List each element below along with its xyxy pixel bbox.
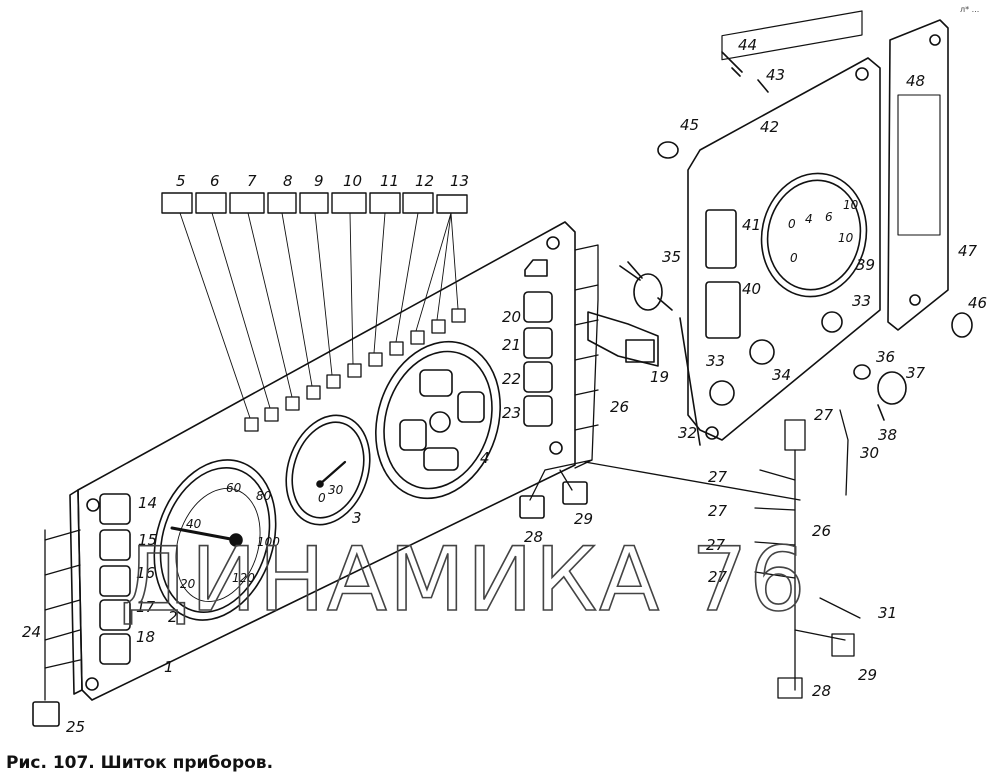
speedometer-scale-label: 60 xyxy=(226,481,242,495)
callout-number: 42 xyxy=(760,118,779,136)
callout-number: 15 xyxy=(138,531,157,549)
figure-caption: Рис. 107. Шиток приборов. xyxy=(6,753,273,773)
callout-number: 27 xyxy=(706,536,726,554)
callout-number: 6 xyxy=(210,172,220,190)
callout-number: 19 xyxy=(650,368,669,386)
callout-number: 46 xyxy=(968,294,987,312)
callout-number: 39 xyxy=(856,256,875,274)
callout-number: 17 xyxy=(136,598,156,616)
corner-mark: л* ... xyxy=(960,5,979,14)
right-switch-column xyxy=(523,259,553,427)
callout-number: 29 xyxy=(574,510,593,528)
watermark-text: ДИНАМИКА 76 xyxy=(120,528,807,631)
callout-number: 25 xyxy=(66,718,85,736)
callout-number: 9 xyxy=(314,172,324,190)
callout-number: 35 xyxy=(662,248,681,266)
callout-number: 45 xyxy=(680,116,699,134)
lamp-socket-35 xyxy=(619,261,673,311)
callout-number: 30 xyxy=(860,444,879,462)
panel-wiring xyxy=(44,244,801,701)
callout-number: 11 xyxy=(380,172,399,190)
callout-number: 27 xyxy=(708,568,728,586)
callout-number: 21 xyxy=(502,336,521,354)
indicator-leader-lines xyxy=(179,212,459,419)
speedometer-scale-label: 20 xyxy=(180,577,196,591)
callout-number: 27 xyxy=(708,502,728,520)
gauge3-scale-label: 30 xyxy=(328,483,344,497)
gauge3-scale-label: 0 xyxy=(318,491,326,505)
callout-number: 28 xyxy=(524,528,543,546)
callout-number: 23 xyxy=(502,404,521,422)
callout-number: 1 xyxy=(164,658,174,676)
label-plate-47 xyxy=(887,19,949,331)
callout-number: 20 xyxy=(502,308,521,326)
main-panel-body xyxy=(69,221,576,701)
panel42-upper-scale-label: 6 xyxy=(825,210,833,224)
speedometer-scale-label: 80 xyxy=(256,489,272,503)
left-switch-column xyxy=(99,493,131,665)
callout-number: 40 xyxy=(742,280,761,298)
wiring-harness-26 xyxy=(754,409,861,699)
callout-number: 22 xyxy=(502,370,521,388)
callout-number: 14 xyxy=(138,494,157,512)
rocker-switch-19 xyxy=(587,311,659,367)
callout-number: 4 xyxy=(480,449,490,467)
callout-number: 3 xyxy=(352,509,362,527)
callout-number: 5 xyxy=(176,172,186,190)
callout-number: 48 xyxy=(906,72,925,90)
combination-gauge xyxy=(375,340,501,500)
cluster-panel-42 xyxy=(679,10,881,446)
callout-number: 10 xyxy=(343,172,362,190)
panel42-lower-scale-label: 0 xyxy=(790,251,798,265)
callout-number: 36 xyxy=(876,348,895,366)
speedometer-scale-label: 120 xyxy=(232,571,255,585)
speedometer-gauge xyxy=(153,459,277,621)
callout-number: 2 xyxy=(168,608,178,626)
callout-number: 33 xyxy=(706,352,725,370)
callout-number: 32 xyxy=(678,424,697,442)
callout-number: 27 xyxy=(708,468,728,486)
callout-number: 29 xyxy=(858,666,877,684)
callout-number: 13 xyxy=(450,172,469,190)
warning-lamp-row xyxy=(244,308,466,432)
panel42-upper-scale-label: 4 xyxy=(805,212,813,226)
callout-number: 43 xyxy=(766,66,785,84)
callout-number: 7 xyxy=(247,172,257,190)
speedometer-scale-label: 100 xyxy=(257,535,280,549)
callout-number: 33 xyxy=(852,292,871,310)
connector-28-upper xyxy=(519,495,545,519)
panel42-lower-scale-label: 10 xyxy=(838,231,854,245)
callout-number: 38 xyxy=(878,426,897,444)
callout-number: 18 xyxy=(136,628,155,646)
indicator-lamp-strip xyxy=(161,192,468,214)
callout-number: 27 xyxy=(814,406,834,424)
panel42-upper-scale-label: 0 xyxy=(788,217,796,231)
speedometer-scale-label: 40 xyxy=(186,517,202,531)
callout-number: 12 xyxy=(415,172,434,190)
callout-number: 44 xyxy=(738,36,757,54)
callout-number: 24 xyxy=(22,623,41,641)
callout-number: 26 xyxy=(812,522,831,540)
callout-number: 26 xyxy=(610,398,629,416)
callout-number: 34 xyxy=(772,366,791,384)
callout-number: 41 xyxy=(742,216,761,234)
callout-number: 28 xyxy=(812,682,831,700)
panel42-upper-scale-label: 10 xyxy=(843,198,859,212)
callout-number: 37 xyxy=(906,364,926,382)
tachometer-gauge xyxy=(285,414,371,526)
connector-25 xyxy=(32,701,60,727)
small-parts xyxy=(657,51,973,421)
callout-number: 31 xyxy=(878,604,897,622)
callout-number: 47 xyxy=(958,242,978,260)
connector-29-upper xyxy=(562,481,588,505)
callout-number: 16 xyxy=(136,564,155,582)
callout-number: 8 xyxy=(283,172,293,190)
